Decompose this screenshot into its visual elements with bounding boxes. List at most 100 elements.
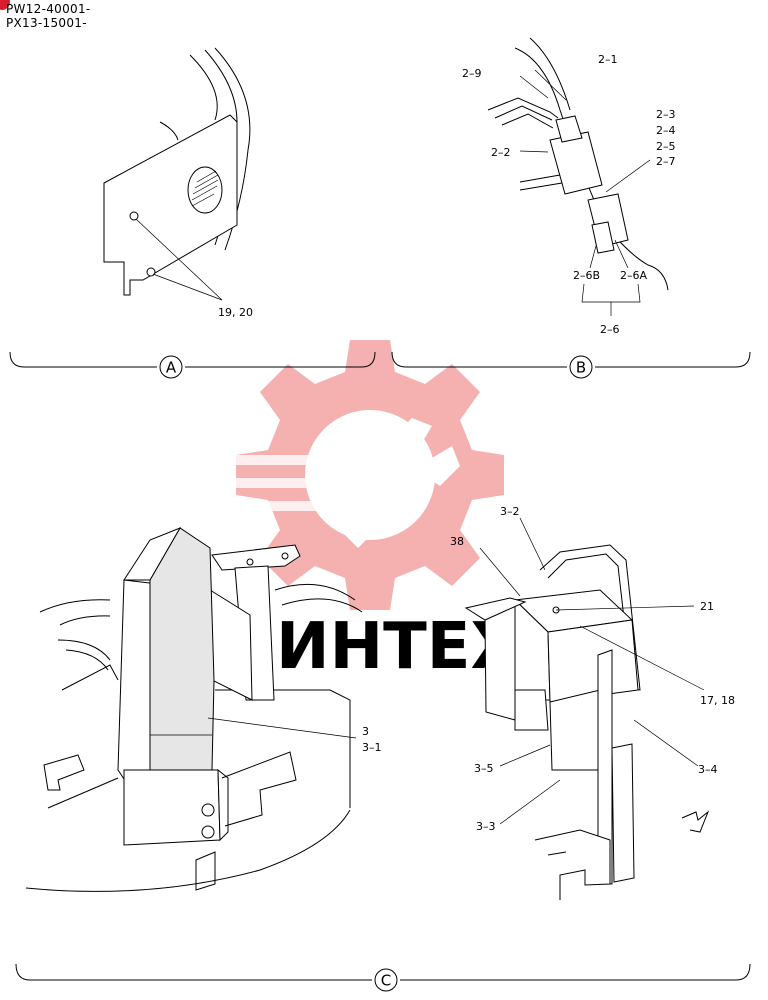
label-2-3: 2–3 — [656, 108, 676, 121]
view-a-drawing: 19, 20 — [103, 47, 253, 319]
view-letter-a: A — [166, 359, 177, 377]
grille-outline — [187, 166, 223, 214]
bracket-2-6 — [581, 283, 641, 303]
leader-line — [555, 605, 695, 611]
frame-outline — [61, 664, 119, 691]
view-b-drawing: 2–1 2–9 2–3 2–4 2–5 2–7 2–2 2–6B 2–6A 2–… — [462, 37, 676, 336]
post — [611, 743, 635, 883]
speaker-grille — [187, 166, 223, 214]
floor-plate-edge — [215, 689, 351, 808]
label-2-1: 2–1 — [598, 53, 618, 66]
stud — [519, 182, 563, 191]
frame-outline — [57, 639, 111, 661]
leader-line — [152, 273, 223, 301]
connector-2-6b — [591, 221, 615, 254]
section-bracket-b — [391, 351, 567, 368]
lower-panel — [549, 689, 601, 771]
label-3-4: 3–4 — [698, 763, 718, 776]
label-2-7: 2–7 — [656, 155, 676, 168]
watermark-stripe — [230, 455, 340, 465]
label-3-5: 3–5 — [474, 762, 494, 775]
label-3-3: 3–3 — [476, 820, 496, 833]
leader-line — [135, 218, 223, 301]
label-2-6: 2–6 — [600, 323, 620, 336]
hose-2-9 — [501, 113, 554, 129]
bolt-icon — [281, 552, 289, 560]
bolt-icon — [201, 825, 215, 839]
frame-outline — [59, 615, 111, 626]
label-19-20: 19, 20 — [218, 306, 253, 319]
hose-2-9 — [494, 105, 553, 121]
label-2-6b: 2–6B — [573, 269, 600, 282]
label-2-2: 2–2 — [491, 146, 511, 159]
leader-line — [633, 719, 699, 767]
view-letter-c: C — [381, 972, 391, 990]
label-38: 38 — [450, 535, 464, 548]
watermark-stripe — [230, 501, 340, 511]
hose-2-9 — [487, 97, 559, 119]
view-label-circle-a — [159, 355, 183, 379]
leader-line — [519, 517, 546, 571]
post-side — [597, 649, 613, 885]
bolt-icon — [246, 558, 254, 566]
watermark-wrench-shape — [330, 418, 460, 548]
watermark-text: ИНТЕХ — [276, 610, 520, 684]
frame-outline — [39, 599, 111, 613]
lower-plate — [514, 689, 549, 731]
handle-38 — [464, 597, 527, 621]
label-3-1: 3–1 — [362, 741, 382, 754]
frame-outline — [65, 649, 109, 671]
label-2-9: 2–9 — [462, 67, 482, 80]
watermark-stripe — [230, 478, 340, 488]
control-box-top — [123, 526, 182, 581]
pedestal-side — [217, 768, 229, 842]
section-bracket-a — [185, 351, 376, 368]
section-bracket-c — [400, 963, 751, 981]
clamp-part — [555, 115, 583, 143]
stud — [519, 174, 561, 183]
leader-line — [579, 625, 705, 691]
label-3: 3 — [362, 725, 369, 738]
label-2-5: 2–5 — [656, 140, 676, 153]
view-label-circle-c — [374, 968, 398, 992]
section-bracket-a — [9, 351, 157, 368]
pipe-outline — [281, 598, 363, 613]
foot-bracket — [195, 851, 216, 891]
frame-outline — [47, 777, 119, 809]
cab-edge — [159, 121, 179, 141]
watermark-gear-shape — [236, 340, 504, 610]
floor-tab — [221, 751, 297, 827]
floor-plate-edge — [25, 809, 351, 892]
bracket-top — [211, 544, 301, 571]
label-2-6a: 2–6A — [620, 269, 647, 282]
relay-2-2 — [549, 131, 603, 195]
label-17-18: 17, 18 — [700, 694, 735, 707]
view-c-right-drawing: 3–2 38 21 17, 18 3–5 3–4 3–3 — [450, 505, 735, 900]
serial-range-2: PX13-15001- — [6, 16, 87, 30]
frame-loop — [547, 553, 633, 689]
bolt-icon — [129, 211, 139, 221]
arrow-icon — [681, 810, 710, 833]
base-bracket — [547, 851, 567, 856]
hose-outline — [189, 54, 218, 121]
watermark-logo — [230, 340, 504, 610]
frame-bracket — [43, 754, 85, 791]
corner-badge — [0, 0, 10, 10]
leader-line — [499, 779, 561, 825]
harness-wire — [529, 37, 571, 111]
section-bracket-c — [15, 963, 372, 981]
serial-range-1: PW12-40001- — [6, 2, 91, 16]
front-panel — [547, 619, 639, 703]
section-bracket-b — [595, 351, 751, 368]
side-cover-panel — [103, 114, 238, 296]
view-label-circle-b — [569, 355, 593, 379]
base-bracket — [534, 829, 611, 900]
leader-line — [479, 547, 521, 597]
leader-line — [499, 744, 551, 767]
bolt-icon — [201, 803, 215, 817]
pipe-outline — [274, 583, 356, 601]
label-3-2: 3–2 — [500, 505, 520, 518]
label-2-4: 2–4 — [656, 124, 676, 137]
bolt-icon — [146, 267, 156, 277]
